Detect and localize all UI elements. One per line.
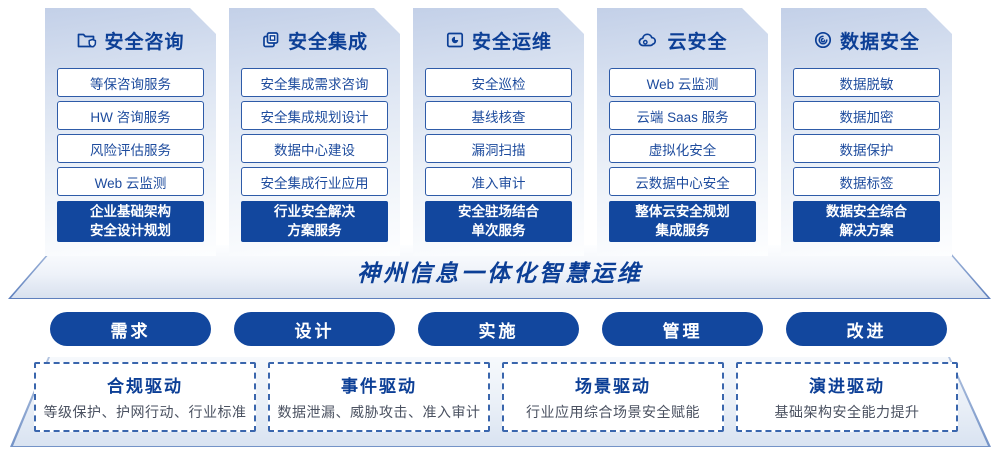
driver-box-incident: 事件驱动 数据泄漏、威胁攻击、准入审计: [268, 362, 490, 432]
driver-title: 事件驱动: [341, 377, 417, 396]
column-security-integration: 安全集成 安全集成需求咨询 安全集成规划设计 数据中心建设 安全集成行业应用 行…: [229, 8, 400, 256]
service-item[interactable]: 云数据中心安全: [609, 167, 756, 196]
driver-title: 场景驱动: [575, 377, 651, 396]
cloud-icon: [637, 30, 660, 50]
column-cloud-security: 云安全 Web 云监测 云端 Saas 服务 虚拟化安全 云数据中心安全 整体云…: [597, 8, 768, 256]
highlight-service[interactable]: 数据安全综合 解决方案: [793, 201, 940, 242]
column-header: 云安全: [609, 28, 756, 52]
highlight-service[interactable]: 行业安全解决 方案服务: [241, 201, 388, 242]
banner-title: 神州信息一体化智慧运维: [357, 259, 643, 286]
driver-box-compliance: 合规驱动 等级保护、护网行动、行业标准: [34, 362, 256, 432]
column-header: 安全集成: [241, 28, 388, 52]
driver-title: 合规驱动: [107, 377, 183, 396]
driver-title: 演进驱动: [809, 377, 885, 396]
service-item[interactable]: 安全集成行业应用: [241, 167, 388, 196]
column-title: 云安全: [667, 31, 728, 53]
service-item[interactable]: Web 云监测: [609, 68, 756, 97]
driver-box-scenario: 场景驱动 行业应用综合场景安全赋能: [502, 362, 724, 432]
service-item[interactable]: 云端 Saas 服务: [609, 101, 756, 130]
service-item[interactable]: HW 咨询服务: [57, 101, 204, 130]
column-security-consulting: 安全咨询 等保咨询服务 HW 咨询服务 风险评估服务 Web 云监测 企业基础架…: [45, 8, 216, 256]
driver-desc: 等级保护、护网行动、行业标准: [43, 404, 247, 420]
service-item[interactable]: Web 云监测: [57, 167, 204, 196]
service-item[interactable]: 安全集成规划设计: [241, 101, 388, 130]
service-item[interactable]: 安全巡检: [425, 68, 572, 97]
column-title: 安全集成: [287, 31, 368, 53]
column-header: 数据安全: [793, 28, 940, 52]
stage-pill-implementation[interactable]: 实施: [418, 312, 579, 346]
service-item[interactable]: 安全集成需求咨询: [241, 68, 388, 97]
driver-desc: 行业应用综合场景安全赋能: [526, 404, 700, 420]
service-item[interactable]: 等保咨询服务: [57, 68, 204, 97]
column-title: 安全运维: [471, 31, 552, 53]
monitor-folder-icon: [445, 30, 465, 50]
service-item[interactable]: 漏洞扫描: [425, 134, 572, 163]
folder-shield-icon: [76, 30, 97, 50]
driver-desc: 数据泄漏、威胁攻击、准入审计: [277, 404, 481, 420]
column-data-security: 数据安全 数据脱敏 数据加密 数据保护 数据标签 数据安全综合 解决方案: [781, 8, 952, 256]
service-item[interactable]: 虚拟化安全: [609, 134, 756, 163]
service-item[interactable]: 数据保护: [793, 134, 940, 163]
highlight-service[interactable]: 企业基础架构 安全设计规划: [57, 201, 204, 242]
stage-pill-management[interactable]: 管理: [602, 312, 763, 346]
service-item[interactable]: 数据中心建设: [241, 134, 388, 163]
highlight-service[interactable]: 整体云安全规划 集成服务: [609, 201, 756, 242]
stage-pill-improvement[interactable]: 改进: [786, 312, 947, 346]
column-title: 数据安全: [839, 31, 920, 53]
service-item[interactable]: 数据标签: [793, 167, 940, 196]
driver-desc: 基础架构安全能力提升: [774, 404, 920, 420]
stage-pill-design[interactable]: 设计: [234, 312, 395, 346]
service-item[interactable]: 准入审计: [425, 167, 572, 196]
service-item[interactable]: 风险评估服务: [57, 134, 204, 163]
service-item[interactable]: 数据脱敏: [793, 68, 940, 97]
service-item[interactable]: 数据加密: [793, 101, 940, 130]
stage-pill-requirement[interactable]: 需求: [50, 312, 211, 346]
copy-docs-icon: [261, 30, 281, 50]
column-header: 安全咨询: [57, 28, 204, 52]
service-item[interactable]: 基线核查: [425, 101, 572, 130]
column-header: 安全运维: [425, 28, 572, 52]
column-title: 安全咨询: [104, 31, 185, 53]
highlight-service[interactable]: 安全驻场结合 单次服务: [425, 201, 572, 242]
driver-box-evolution: 演进驱动 基础架构安全能力提升: [736, 362, 958, 432]
fingerprint-icon: [813, 30, 833, 50]
column-security-operations: 安全运维 安全巡检 基线核查 漏洞扫描 准入审计 安全驻场结合 单次服务: [413, 8, 584, 256]
